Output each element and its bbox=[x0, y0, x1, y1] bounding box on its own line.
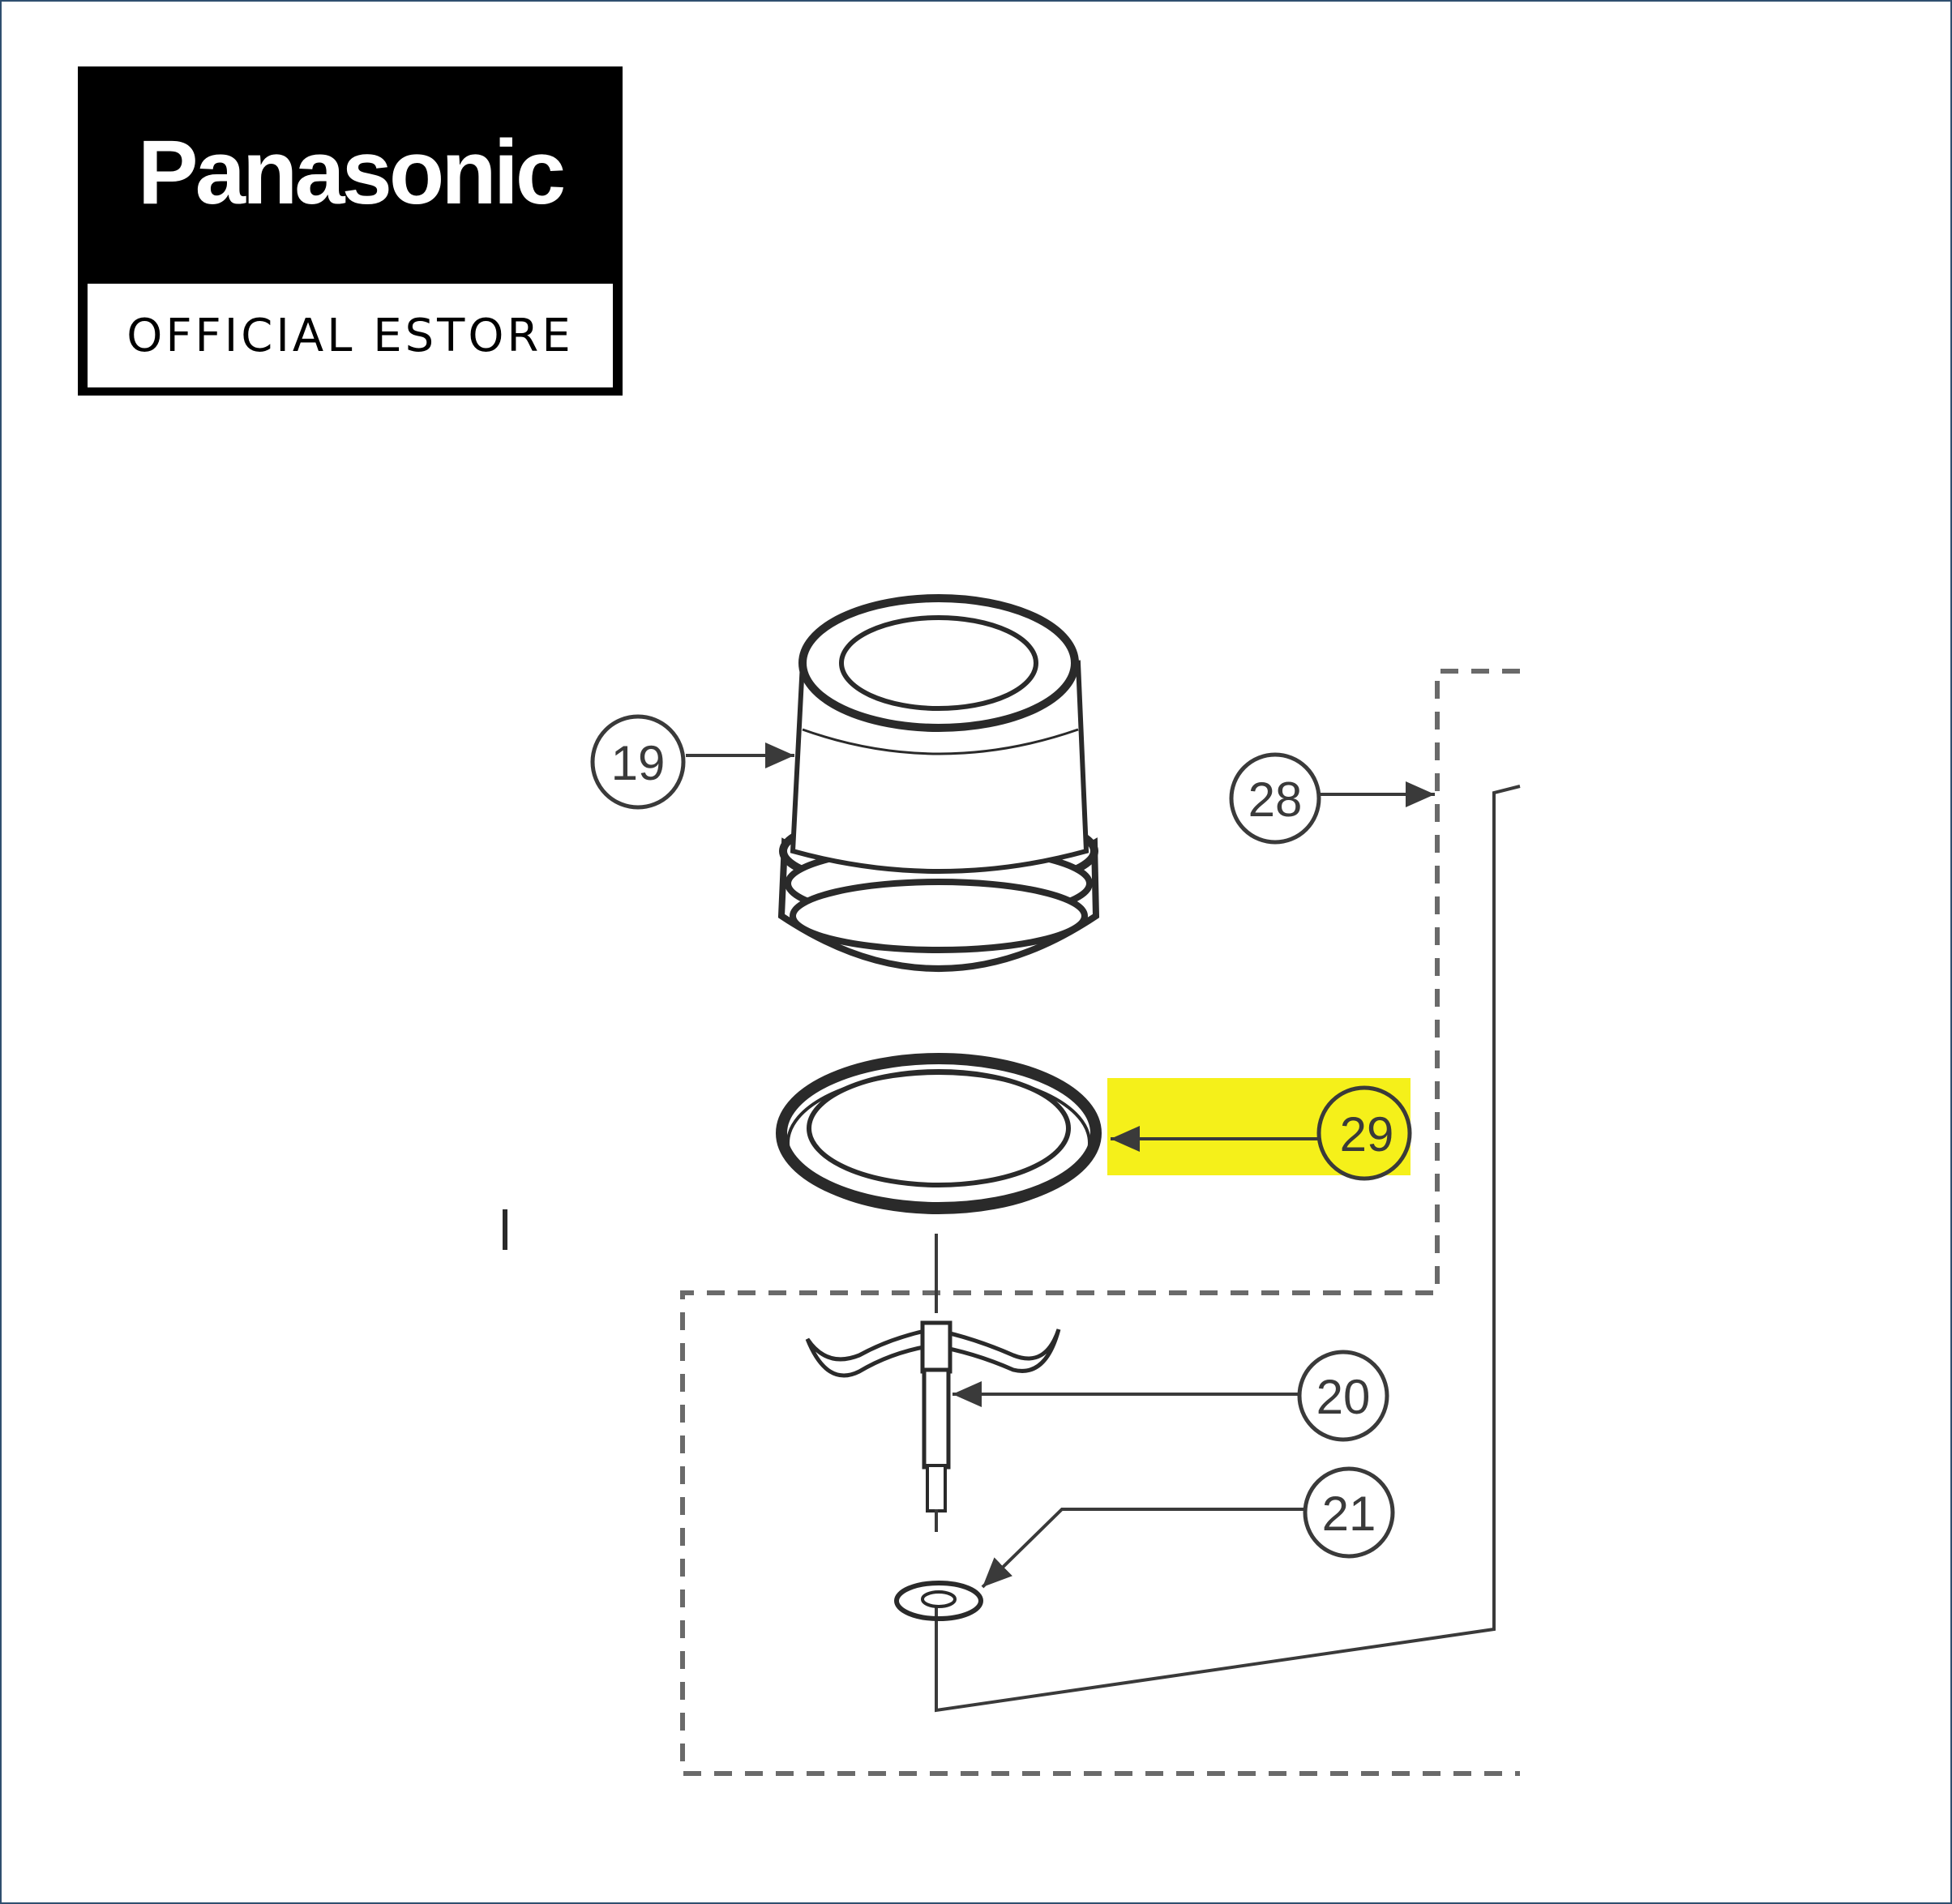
logo-subtitle: OFFICIAL ESTORE bbox=[88, 284, 613, 387]
callout-20-label: 20 bbox=[1316, 1370, 1371, 1424]
callout-19: 19 bbox=[590, 714, 686, 810]
callout-21: 21 bbox=[1303, 1466, 1395, 1559]
callout-20: 20 bbox=[1297, 1350, 1389, 1442]
part-20-blade bbox=[805, 1320, 1061, 1513]
assembly-bracket bbox=[935, 785, 1521, 1713]
callout-29-label: 29 bbox=[1340, 1107, 1394, 1162]
leader-21 bbox=[981, 1508, 1307, 1589]
leader-lines bbox=[686, 742, 1435, 1589]
assembly-boundary-28 bbox=[680, 669, 1520, 1776]
stray-mark bbox=[503, 1209, 507, 1250]
part-21-washer bbox=[894, 1581, 983, 1621]
logo-brand-text: Panasonic bbox=[137, 121, 566, 223]
callout-28-label: 28 bbox=[1248, 772, 1303, 827]
part-19-cup bbox=[777, 594, 1100, 972]
part-29-gasket bbox=[776, 1053, 1102, 1214]
callout-19-label: 19 bbox=[611, 736, 666, 790]
callout-29: 29 bbox=[1316, 1085, 1412, 1181]
panasonic-logo: Panasonic OFFICIAL ESTORE bbox=[78, 66, 623, 396]
callout-28: 28 bbox=[1229, 752, 1321, 845]
callout-21-label: 21 bbox=[1322, 1487, 1376, 1541]
